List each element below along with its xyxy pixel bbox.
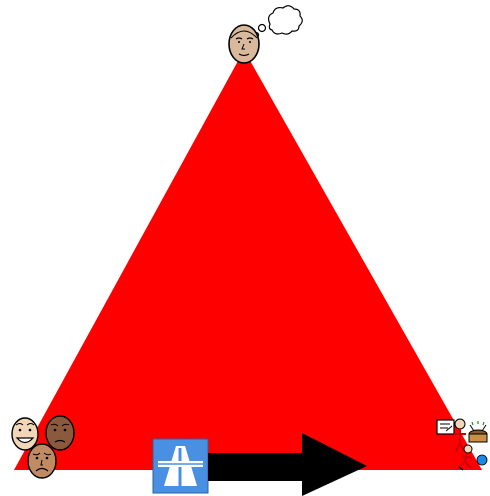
sad-face-icon <box>28 444 56 478</box>
motorway-sign-icon <box>153 439 208 493</box>
thinking-person-icon <box>229 6 302 63</box>
happy-face-icon <box>12 418 38 450</box>
red-triangle <box>14 50 482 470</box>
note-card-icon <box>437 420 454 434</box>
worried-face-icon <box>46 416 74 450</box>
drum-icon <box>469 421 487 442</box>
